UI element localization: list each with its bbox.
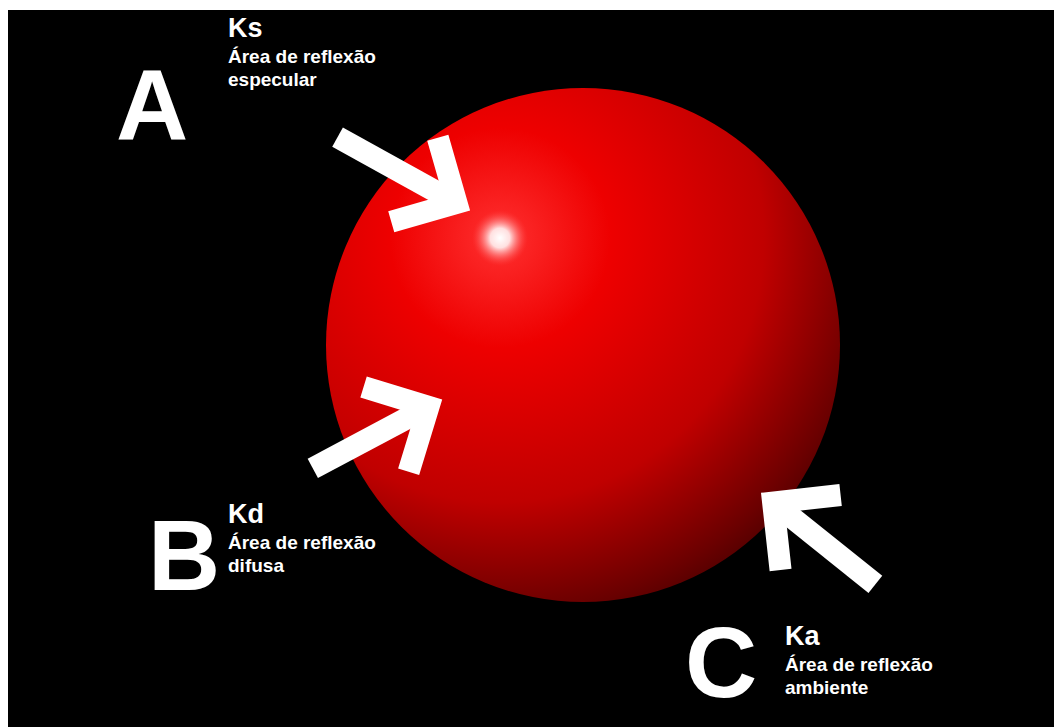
coefficient-name: Ks [228, 14, 263, 44]
area-description: Área de reflexão ambiente [785, 654, 965, 700]
area-description: Área de reflexão especular [228, 46, 408, 92]
arrow-b [290, 364, 451, 510]
coefficient-name: Ka [785, 622, 820, 652]
part-letter: A [116, 55, 188, 155]
part-letter: B [148, 505, 220, 605]
specular-highlight [472, 210, 528, 266]
coefficient-name: Kd [228, 500, 264, 530]
area-description: Área de reflexão difusa [228, 532, 378, 578]
red-sphere [326, 88, 840, 602]
background [8, 10, 1054, 727]
arrow-c [743, 465, 905, 622]
part-letter: C [685, 612, 757, 712]
arrow-a [314, 95, 479, 245]
